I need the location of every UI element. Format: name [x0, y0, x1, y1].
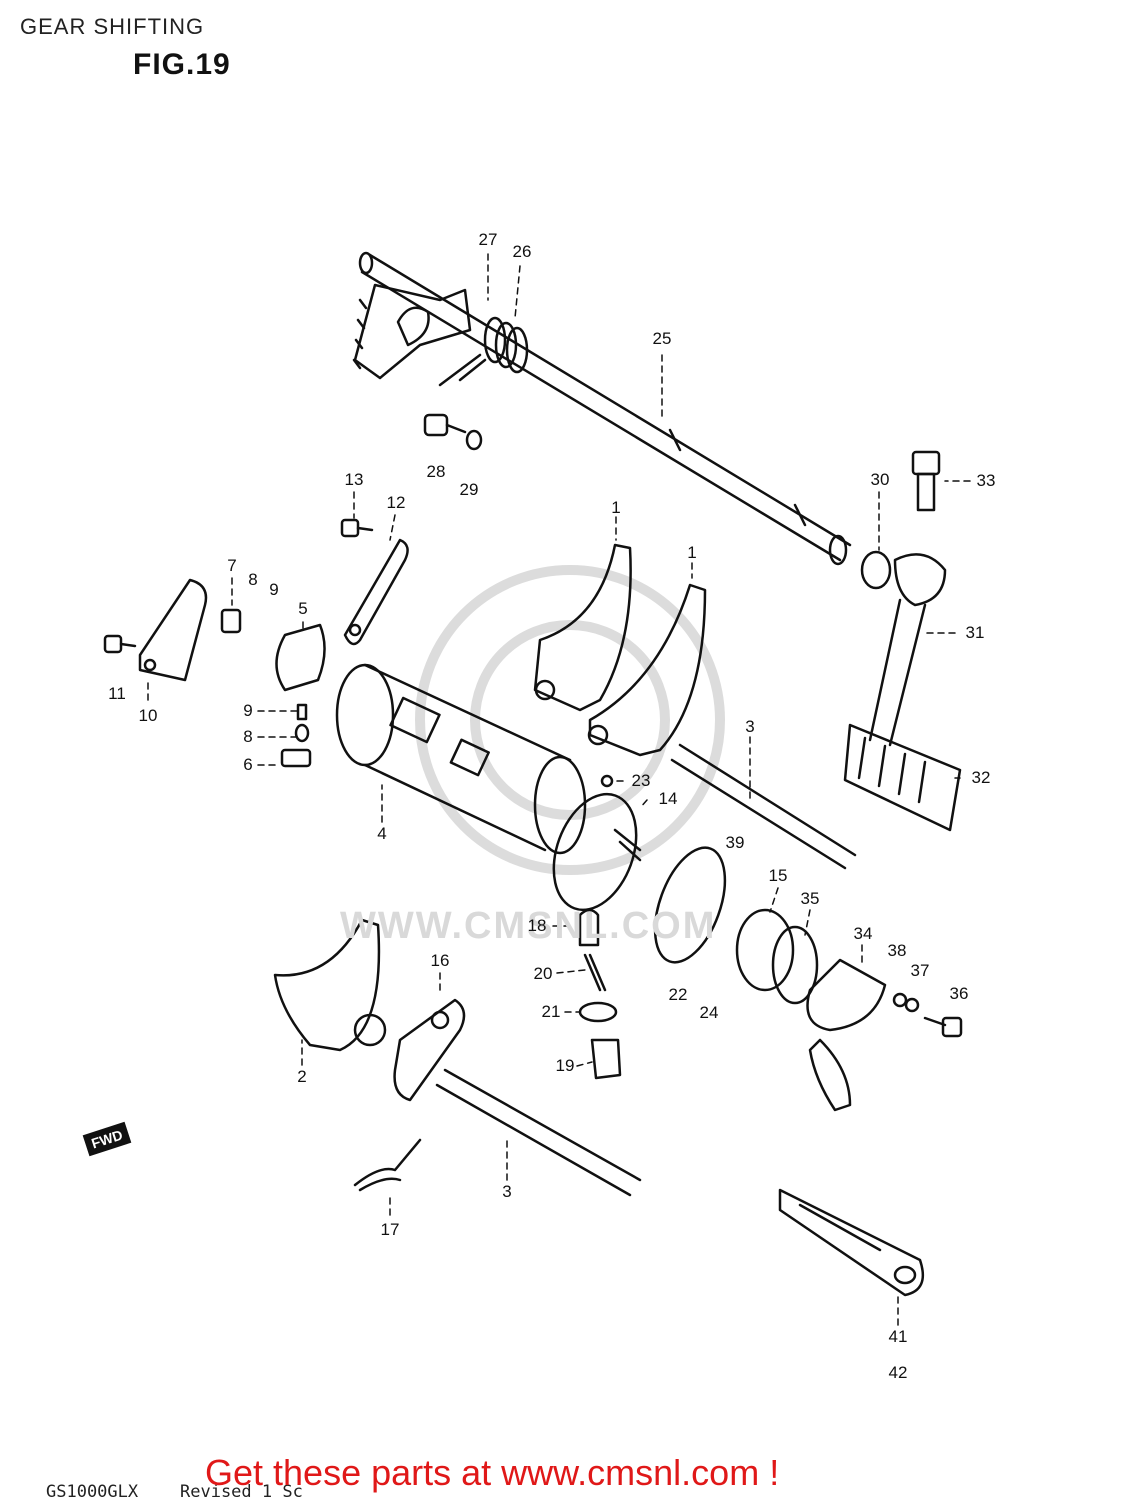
fork-shaft-lower	[435, 1068, 642, 1197]
callout-34: 34	[853, 924, 873, 943]
watermark-text: WWW.CMSNL.COM	[340, 905, 717, 947]
callout-3b: 3	[502, 1182, 512, 1201]
callout-42: 42	[888, 1363, 908, 1382]
bracket-41	[778, 1188, 925, 1297]
callout-33: 33	[976, 471, 996, 490]
model-code: GS1000GLX	[46, 1482, 139, 1502]
callout-31: 31	[965, 623, 985, 642]
callout-27: 27	[478, 230, 498, 249]
spring-17	[353, 1138, 422, 1192]
callout-9b: 9	[243, 701, 253, 720]
callout-8b: 8	[243, 727, 253, 746]
callout-18: 18	[527, 916, 547, 935]
callout-15: 15	[768, 866, 788, 885]
callout-19: 19	[555, 1056, 575, 1075]
shift-forks	[533, 543, 707, 757]
callout-35: 35	[800, 889, 820, 908]
callout-4: 4	[377, 824, 387, 843]
callout-11: 11	[108, 684, 126, 703]
callout-22: 22	[668, 985, 688, 1004]
cam-guide-16	[393, 998, 466, 1102]
stopper-5	[275, 623, 326, 692]
shift-cam-drum	[335, 663, 587, 855]
callout-8a: 8	[248, 570, 258, 589]
shift-fork-2	[273, 918, 387, 1052]
callout-37: 37	[910, 961, 930, 980]
bolt-28	[423, 413, 483, 451]
callout-1b: 1	[687, 543, 697, 562]
callout-6: 6	[243, 755, 253, 774]
return-spring	[438, 316, 529, 387]
callout-32: 32	[971, 768, 991, 787]
callout-10: 10	[138, 706, 158, 725]
shift-shaft	[358, 251, 852, 566]
callout-41: 41	[888, 1327, 908, 1346]
callout-20: 20	[533, 964, 553, 983]
callout-28: 28	[426, 462, 446, 481]
callout-30: 30	[870, 470, 890, 489]
bearing-15	[653, 846, 887, 1112]
callout-12: 12	[386, 493, 406, 512]
callout-21: 21	[541, 1002, 561, 1021]
callout-7: 7	[227, 556, 237, 575]
parts-6-8-9	[220, 608, 312, 768]
callout-16: 16	[430, 951, 450, 970]
callout-25: 25	[652, 329, 672, 348]
callout-17: 17	[380, 1220, 400, 1239]
gearshift-arm	[352, 283, 472, 380]
screw-13	[340, 518, 374, 538]
callout-3a: 3	[745, 717, 755, 736]
callout-13: 13	[344, 470, 364, 489]
page-title: GEAR SHIFTING	[20, 14, 205, 39]
callout-38: 38	[887, 941, 907, 960]
gearshift-lever	[843, 553, 962, 832]
revision-note: Revised 1 Sc	[180, 1482, 303, 1502]
callout-36: 36	[949, 984, 969, 1003]
plate-10	[138, 578, 208, 682]
callout-39: 39	[725, 833, 745, 852]
promo-link[interactable]: Get these parts at www.cmsnl.com !	[205, 1452, 780, 1493]
figure-number: FIG.19	[133, 48, 231, 81]
callout-24: 24	[699, 1003, 719, 1022]
plate-12	[343, 538, 409, 646]
bolt-33	[860, 450, 941, 590]
callout-29: 29	[459, 480, 479, 499]
callout-5: 5	[298, 599, 308, 618]
watermark-logo	[415, 565, 725, 875]
callout-23: 23	[631, 771, 651, 790]
bolt-36	[892, 992, 963, 1038]
fork-shaft-upper	[670, 743, 857, 870]
leader-lines	[147, 253, 971, 1326]
screw-11	[103, 634, 137, 654]
callout-2: 2	[297, 1067, 307, 1086]
callout-1a: 1	[611, 498, 621, 517]
callout-26: 26	[512, 242, 532, 261]
callout-14: 14	[658, 789, 678, 808]
callout-9a: 9	[269, 580, 279, 599]
circlip-14	[552, 774, 642, 912]
